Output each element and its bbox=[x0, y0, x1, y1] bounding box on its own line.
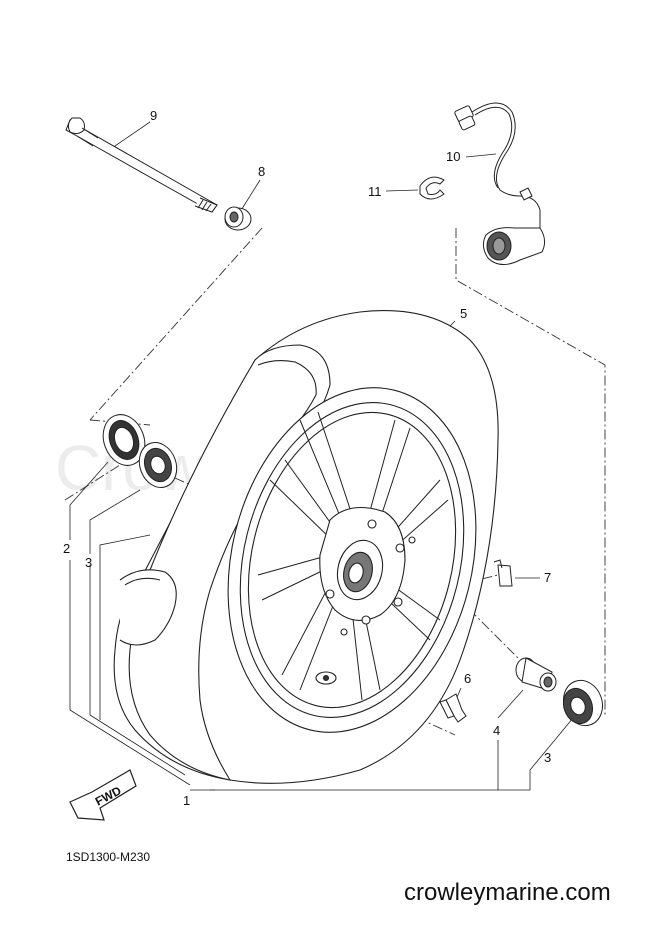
axle-part bbox=[65, 117, 218, 213]
fwd-arrow-icon: FWD bbox=[69, 769, 137, 821]
callouts: 1 2 3 3 4 5 6 7 8 9 10 11 bbox=[63, 108, 551, 808]
collar-part bbox=[224, 206, 252, 231]
bearing-right bbox=[562, 679, 604, 727]
callout-1: 1 bbox=[183, 793, 190, 808]
callout-3-left: 3 bbox=[85, 555, 92, 570]
sensor-cable-part bbox=[454, 102, 546, 265]
collar-right-part bbox=[515, 657, 557, 692]
wheel-assembly bbox=[113, 309, 499, 784]
site-name[interactable]: crowleymarine.com bbox=[404, 879, 611, 906]
leader-lines bbox=[69, 121, 579, 791]
callout-8: 8 bbox=[258, 164, 265, 179]
oil-seal-left bbox=[102, 414, 146, 466]
callout-4: 4 bbox=[493, 723, 500, 738]
bearing-left bbox=[138, 442, 178, 488]
callout-11: 11 bbox=[368, 184, 382, 199]
callout-2: 2 bbox=[63, 541, 70, 556]
valve-part bbox=[439, 693, 467, 723]
callout-6: 6 bbox=[464, 671, 471, 686]
callout-9: 9 bbox=[150, 108, 157, 123]
part-code: 1SD1300-M230 bbox=[66, 850, 151, 864]
callout-7: 7 bbox=[544, 570, 551, 585]
callout-3-right: 3 bbox=[544, 750, 551, 765]
callout-10: 10 bbox=[446, 149, 460, 164]
callout-5: 5 bbox=[460, 306, 467, 321]
circlip-part bbox=[419, 176, 445, 200]
balance-weight-part bbox=[493, 559, 513, 587]
hub-bolts bbox=[325, 519, 416, 636]
